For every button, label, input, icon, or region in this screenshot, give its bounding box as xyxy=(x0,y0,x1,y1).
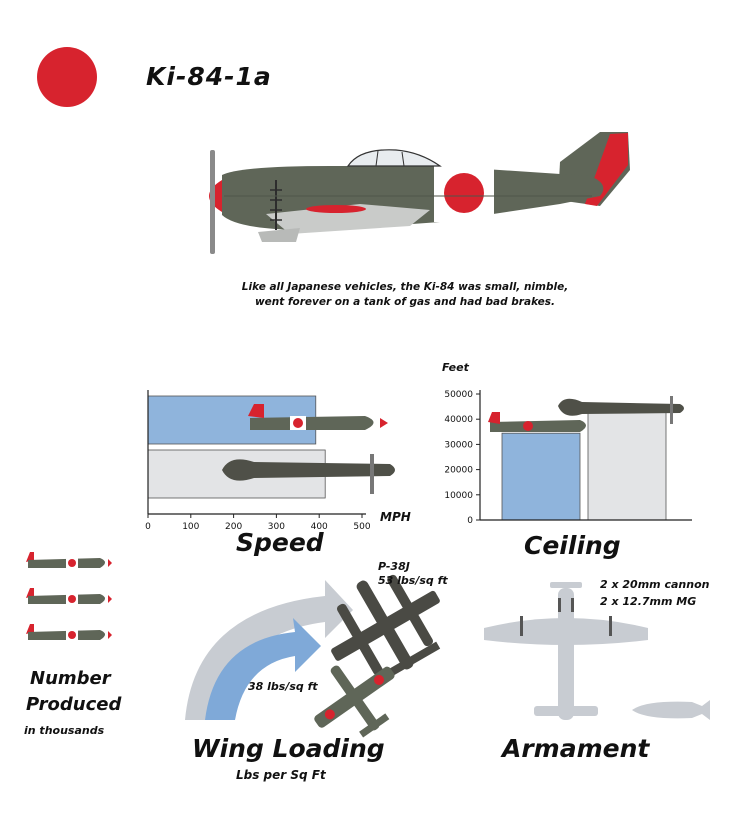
ceiling-bar-p-38j xyxy=(587,408,667,521)
armament-line-1: 2 x 20mm cannon xyxy=(600,578,710,591)
caption-line-1: Like all Japanese vehicles, the Ki-84 wa… xyxy=(241,281,569,293)
p38-ceiling-plane xyxy=(558,396,684,424)
ceiling-tick-label: 30000 xyxy=(444,440,473,450)
ki84-side-view-large xyxy=(209,132,630,254)
number-produced-line1: Number xyxy=(30,668,111,689)
number-produced-line2: Produced xyxy=(26,694,122,715)
ceiling-tick-label: 50000 xyxy=(444,390,473,400)
armament-line-2: 2 x 12.7mm MG xyxy=(600,595,697,608)
ceiling-bar-ki-84 xyxy=(501,432,581,521)
plane-icon-2 xyxy=(26,588,112,604)
speed-tick-label: 500 xyxy=(353,522,370,530)
wing-loading-graphic xyxy=(185,574,441,738)
ki84-top-view xyxy=(314,665,395,738)
plane-icon-1 xyxy=(26,552,112,568)
armament-title: Armament xyxy=(502,734,650,763)
speed-tick-label: 0 xyxy=(145,522,151,530)
speed-title: Speed xyxy=(236,528,324,557)
ceiling-tick-label: 20000 xyxy=(444,466,473,476)
number-produced-line3: in thousands xyxy=(24,724,105,737)
ceiling-tick-label: 40000 xyxy=(444,415,473,425)
p38-wing-loading-label: 53 lbs/sq ft xyxy=(378,574,448,587)
speed-chart: 0 100 200 300 400 500 xyxy=(145,390,395,530)
page-title: Ki-84-1a xyxy=(146,62,272,91)
ki84-wing-loading-label: 38 lbs/sq ft xyxy=(248,680,318,693)
speed-tick-label: 100 xyxy=(182,522,199,530)
ki84-top-silhouette xyxy=(484,582,648,720)
drop-tank xyxy=(632,700,710,720)
caption-line-2: went forever on a tank of gas and had ba… xyxy=(254,296,556,308)
speed-tick-label: 400 xyxy=(311,522,328,530)
p38-speed-plane xyxy=(222,454,395,494)
ceiling-tick-label: 0 xyxy=(467,516,473,526)
ceiling-chart: 0 10000 20000 30000 40000 50000 xyxy=(444,390,692,526)
ki84-speed-plane xyxy=(248,404,388,430)
wing-loading-title: Wing Loading xyxy=(192,734,385,763)
ki84-arrow xyxy=(205,618,321,720)
wing-loading-subtitle: Lbs per Sq Ft xyxy=(236,768,326,782)
ceiling-title: Ceiling xyxy=(524,531,621,560)
ki84-ceiling-plane xyxy=(488,412,586,432)
plane-icon-3 xyxy=(26,624,112,640)
hinomaru-disc xyxy=(37,47,97,107)
production-planes xyxy=(26,552,112,640)
speed-unit-label: MPH xyxy=(380,510,411,524)
speed-tick-label: 200 xyxy=(225,522,242,530)
speed-tick-label: 300 xyxy=(268,522,285,530)
ceiling-unit-label: Feet xyxy=(442,361,469,374)
ceiling-tick-label: 10000 xyxy=(444,491,473,501)
armament-graphic xyxy=(484,582,710,720)
p38-name-label: P-38J xyxy=(378,560,410,573)
